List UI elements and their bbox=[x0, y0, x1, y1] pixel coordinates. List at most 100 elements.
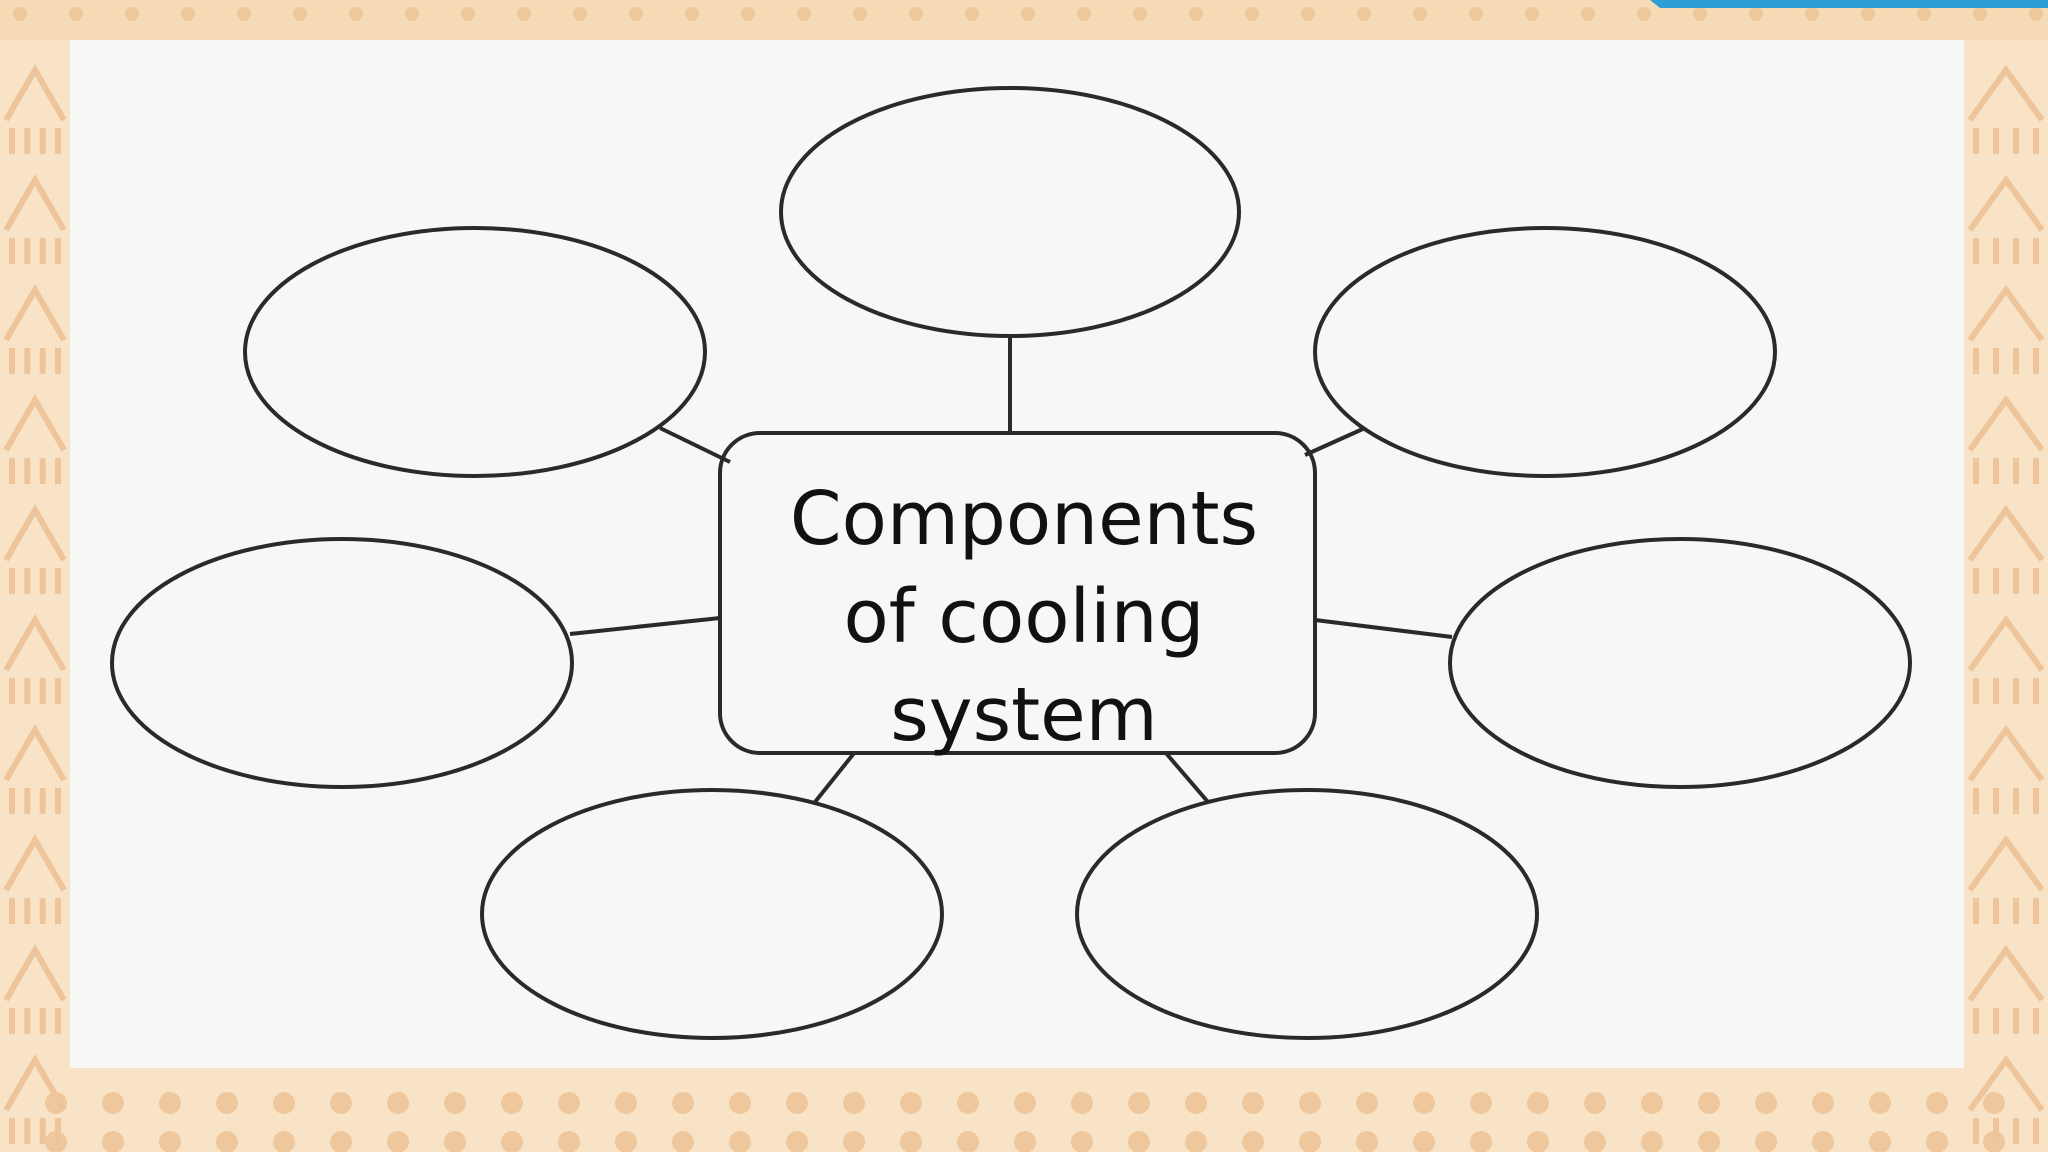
frame-bottom-dots bbox=[45, 1092, 2005, 1152]
connector-upper-right bbox=[1304, 426, 1366, 457]
frame-dot bbox=[1869, 1131, 1891, 1152]
frame-dot bbox=[1527, 1092, 1549, 1114]
center-label-line-2: of cooling bbox=[843, 574, 1205, 660]
frame-dot bbox=[273, 1092, 295, 1114]
frame-dot bbox=[159, 1092, 181, 1114]
frame-dot bbox=[615, 1131, 637, 1152]
frame-dot bbox=[1470, 1131, 1492, 1152]
frame-dot bbox=[1698, 1092, 1720, 1114]
frame-dot bbox=[900, 1092, 922, 1114]
frame-dot bbox=[1071, 1131, 1093, 1152]
node-upper-left bbox=[243, 226, 707, 478]
frame-dot bbox=[1413, 1092, 1435, 1114]
frame-dot bbox=[786, 1092, 808, 1114]
frame-dot bbox=[1071, 1092, 1093, 1114]
frame-dot bbox=[501, 1131, 523, 1152]
frame-dot bbox=[853, 7, 867, 21]
frame-dot bbox=[216, 1131, 238, 1152]
frame-dot bbox=[2029, 7, 2043, 21]
frame-dot bbox=[957, 1131, 979, 1152]
frame-dot bbox=[1185, 1092, 1207, 1114]
frame-dot bbox=[69, 7, 83, 21]
frame-dot bbox=[501, 1092, 523, 1114]
frame-dot bbox=[843, 1092, 865, 1114]
frame-dot bbox=[1641, 1092, 1663, 1114]
diagram-panel bbox=[70, 40, 1964, 1068]
node-right bbox=[1448, 537, 1912, 789]
frame-dot bbox=[1299, 1092, 1321, 1114]
frame-chevron bbox=[3, 724, 67, 782]
frame-dot bbox=[387, 1092, 409, 1114]
frame-dot bbox=[125, 7, 139, 21]
frame-dot bbox=[1189, 7, 1203, 21]
frame-dot bbox=[349, 7, 363, 21]
node-left bbox=[110, 537, 574, 789]
frame-dot bbox=[1926, 1092, 1948, 1114]
frame-chevron bbox=[3, 284, 67, 342]
frame-dot bbox=[1356, 1092, 1378, 1114]
frame-dot bbox=[1861, 7, 1875, 21]
node-top bbox=[779, 86, 1241, 338]
frame-dot bbox=[615, 1092, 637, 1114]
corner-accent-graphic bbox=[1650, 0, 2048, 8]
frame-dot bbox=[1917, 7, 1931, 21]
frame-chevron bbox=[3, 504, 67, 562]
frame-dot bbox=[405, 7, 419, 21]
connector-lower-left bbox=[813, 750, 857, 804]
frame-dot bbox=[957, 1092, 979, 1114]
center-box bbox=[718, 431, 1317, 755]
frame-dot bbox=[102, 1092, 124, 1114]
frame-dot bbox=[1641, 1131, 1663, 1152]
frame-dot bbox=[909, 7, 923, 21]
center-label-line-3: system bbox=[890, 672, 1158, 758]
node-upper-right bbox=[1313, 226, 1777, 478]
frame-dot bbox=[1014, 1092, 1036, 1114]
frame-dot bbox=[573, 7, 587, 21]
frame-dot bbox=[102, 1131, 124, 1152]
frame-top-dots bbox=[13, 7, 2043, 21]
frame-dot bbox=[629, 7, 643, 21]
connector-upper-left bbox=[659, 426, 731, 464]
frame-dot bbox=[159, 1131, 181, 1152]
frame-dot bbox=[797, 7, 811, 21]
frame-dot bbox=[1749, 7, 1763, 21]
frame-dot bbox=[1356, 1131, 1378, 1152]
node-lower-right bbox=[1075, 788, 1539, 1040]
frame-chevron bbox=[3, 1054, 67, 1112]
frame-chevron bbox=[1967, 834, 2045, 892]
frame-dot bbox=[1469, 7, 1483, 21]
frame-dot bbox=[387, 1131, 409, 1152]
frame-dot bbox=[1242, 1092, 1264, 1114]
frame-chevron bbox=[3, 944, 67, 1002]
frame-dot bbox=[729, 1092, 751, 1114]
frame-chevron bbox=[3, 174, 67, 232]
frame-dot bbox=[1812, 1092, 1834, 1114]
frame-dot bbox=[1245, 7, 1259, 21]
node-lower-left bbox=[480, 788, 944, 1040]
frame-chevron bbox=[1967, 174, 2045, 232]
frame-dot bbox=[672, 1131, 694, 1152]
frame-dot bbox=[741, 7, 755, 21]
frame-dot bbox=[1812, 1131, 1834, 1152]
frame-dot bbox=[1128, 1092, 1150, 1114]
frame-chevron bbox=[1967, 1054, 2045, 1112]
frame-dot bbox=[330, 1131, 352, 1152]
frame-dot bbox=[1301, 7, 1315, 21]
frame-dot bbox=[1869, 1092, 1891, 1114]
frame-chevron bbox=[1967, 284, 2045, 342]
frame-dot bbox=[1014, 1131, 1036, 1152]
frame-dot bbox=[1983, 1092, 2005, 1114]
frame-dot bbox=[965, 7, 979, 21]
frame-dot bbox=[558, 1131, 580, 1152]
frame-chevron bbox=[1967, 394, 2045, 452]
connector-left bbox=[569, 616, 721, 636]
frame-chevron bbox=[1967, 724, 2045, 782]
frame-dot bbox=[461, 7, 475, 21]
frame-dot bbox=[1128, 1131, 1150, 1152]
frame-dot bbox=[672, 1092, 694, 1114]
connector-right bbox=[1314, 618, 1453, 639]
frame-dot bbox=[444, 1131, 466, 1152]
frame-chevron bbox=[3, 614, 67, 672]
frame-dot bbox=[1413, 1131, 1435, 1152]
